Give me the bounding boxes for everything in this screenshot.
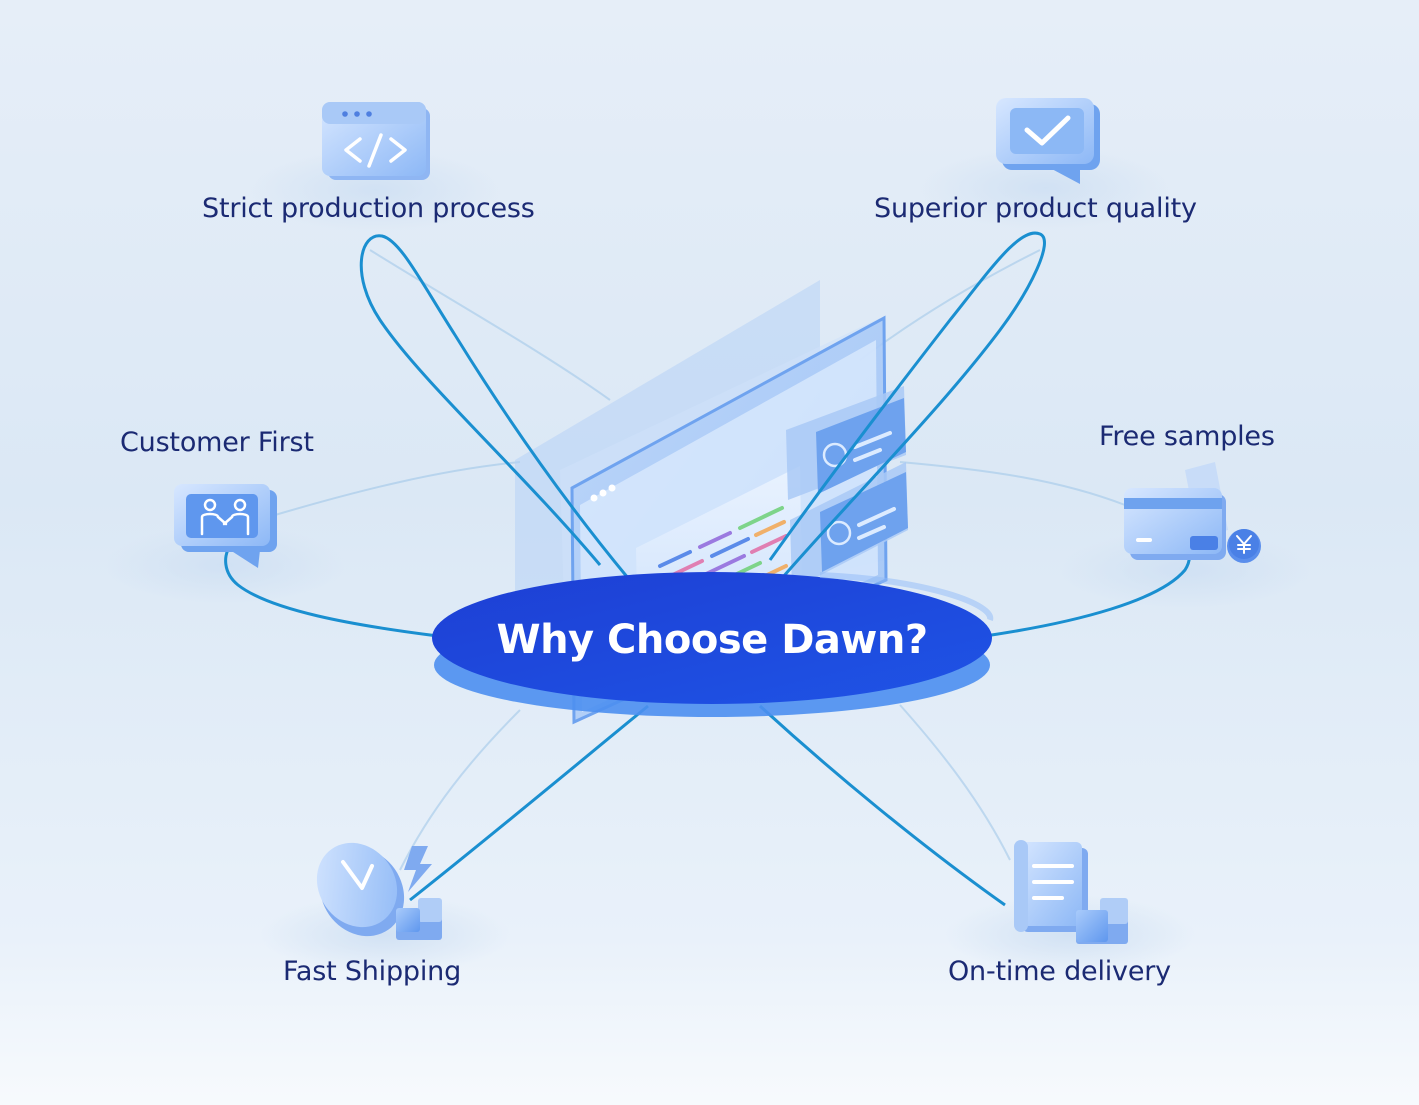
label-on-time-delivery: On-time delivery (948, 956, 1171, 987)
label-customer-first: Customer First (120, 427, 314, 458)
center-title: Why Choose Dawn? (496, 617, 928, 663)
code-window-icon (322, 102, 430, 180)
center-oval (432, 572, 994, 717)
label-superior-product-quality: Superior product quality (874, 193, 1197, 224)
checkmark-chat-icon (996, 98, 1100, 184)
main-connectors (224, 231, 1191, 907)
delivery-document-icon (1014, 840, 1128, 944)
label-strict-production-process: Strict production process (202, 193, 535, 224)
credit-card-yuan-icon (1124, 462, 1261, 563)
label-fast-shipping: Fast Shipping (283, 956, 462, 987)
label-free-samples: Free samples (1099, 421, 1275, 452)
handshake-icon (174, 484, 277, 568)
fast-clock-icon (316, 842, 442, 940)
